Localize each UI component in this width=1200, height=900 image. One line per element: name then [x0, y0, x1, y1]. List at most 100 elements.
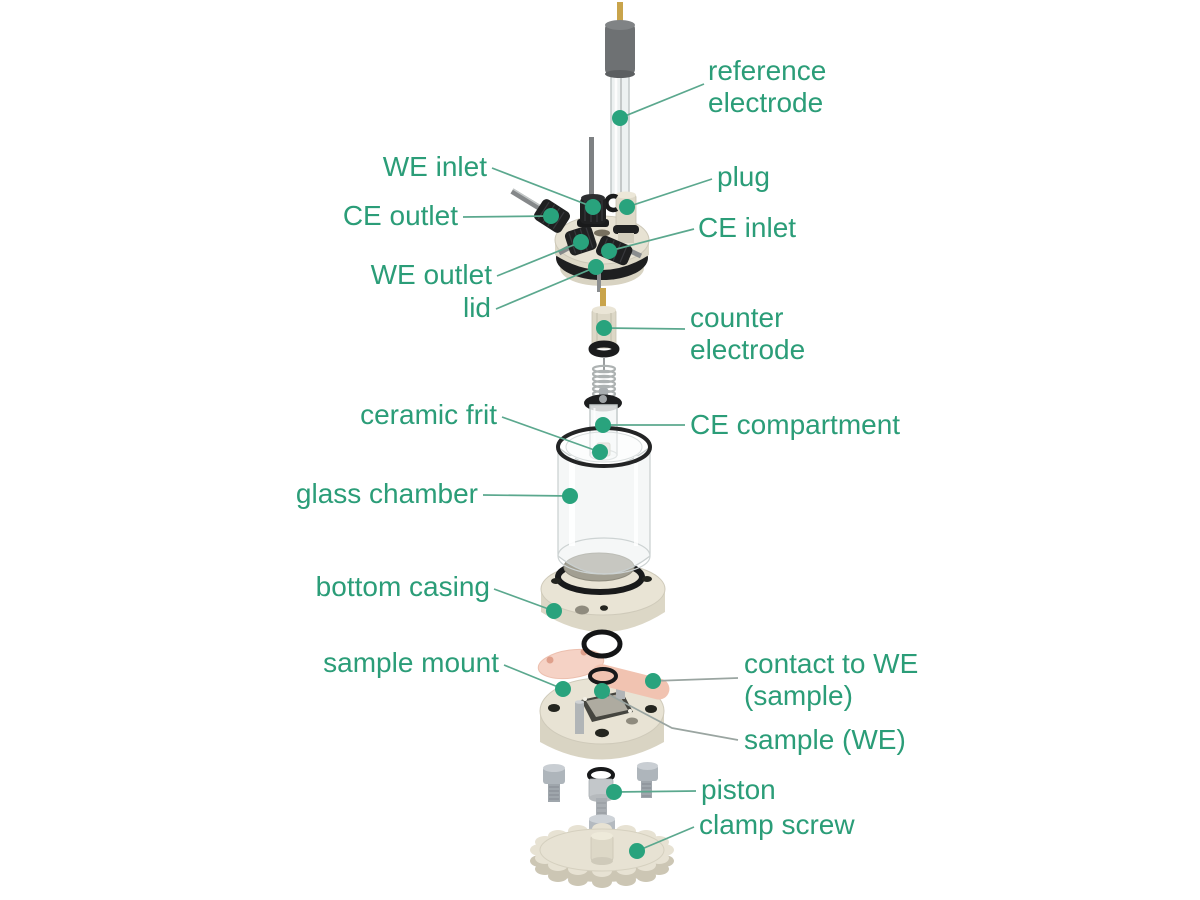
leader-line [601, 690, 739, 741]
callout-dot [601, 243, 617, 259]
callout-dot [595, 417, 611, 433]
leader-line [603, 327, 686, 330]
callout-dot [612, 110, 628, 126]
mount-post-left [575, 702, 584, 734]
callout-dot [588, 259, 604, 275]
reference-cap-top [605, 20, 635, 30]
label-lid: lid [463, 292, 491, 323]
clamp-knob-hub-bottom [591, 857, 613, 865]
casing-side [541, 589, 665, 632]
ce-compartment-screw [599, 395, 607, 403]
part-clamp-screw-left [543, 764, 565, 802]
callout-dot [629, 843, 645, 859]
leader-line [613, 790, 697, 793]
label-we-outlet: WE outlet [371, 259, 493, 290]
pocket-pin-1 [583, 697, 587, 701]
callout-bottom-casing: bottom casing [316, 571, 562, 619]
label-ce-compartment: CE compartment [690, 409, 900, 440]
cell-illustration [510, 2, 674, 888]
callout-ce-inlet: CE inlet [601, 212, 796, 259]
callout-ce-outlet: CE outlet [343, 200, 559, 231]
contact-disc [537, 648, 605, 680]
screw-right-head-top [637, 762, 658, 770]
label-sample-mount: sample mount [323, 647, 499, 678]
clamp-knob-hub-top [591, 832, 613, 840]
plug-clip [604, 193, 619, 213]
callout-dot [573, 234, 589, 250]
contact-arm [591, 664, 670, 700]
pocket-pin-2 [628, 709, 632, 713]
reference-gold-pin [617, 2, 623, 26]
label-clamp-screw: clamp screw [699, 809, 855, 840]
callout-dot [585, 199, 601, 215]
reference-glass-tube [610, 71, 630, 199]
part-clamp-screw-right [637, 762, 658, 798]
part-glass-chamber [556, 426, 652, 575]
callout-dot [596, 320, 612, 336]
callout-dot [594, 683, 610, 699]
callout-lid: lid [463, 259, 604, 323]
screw-right-thread [642, 783, 651, 797]
label-contact-to-we: contact to WE(sample) [744, 648, 918, 711]
leader-line [495, 266, 597, 310]
leader-line [501, 416, 601, 453]
mount-post-left-top [575, 700, 584, 704]
mount-holes [548, 704, 657, 738]
callout-plug: plug [619, 161, 770, 215]
label-plug: plug [717, 161, 770, 192]
callout-ce-compartment: CE compartment [595, 409, 900, 440]
part-large-oring [581, 629, 623, 659]
counter-oring [588, 340, 620, 358]
counter-body-top [592, 306, 616, 314]
leader-line [496, 241, 582, 277]
screw-left-head-top [543, 764, 565, 772]
leader-line [462, 215, 552, 218]
label-bottom-casing: bottom casing [316, 571, 490, 602]
plug-black-ring [613, 225, 639, 234]
callout-ceramic-frit: ceramic frit [360, 399, 608, 460]
part-contact-to-we [537, 648, 670, 700]
leader-line [626, 178, 713, 208]
leader-line [652, 677, 739, 682]
counter-rod [597, 270, 601, 292]
leader-line [503, 664, 564, 690]
callout-we-outlet: WE outlet [371, 234, 589, 290]
leader-line [619, 83, 705, 119]
reference-cap [605, 22, 635, 76]
callout-sample-we: sample (WE) [594, 683, 906, 755]
label-piston: piston [701, 774, 776, 805]
lid-port-hole [594, 229, 610, 237]
callout-dot [592, 444, 608, 460]
part-small-oring [588, 667, 618, 685]
part-reference-electrode [605, 2, 635, 199]
reference-cap-bottom [605, 70, 635, 78]
label-sample-we: sample (WE) [744, 724, 906, 755]
leader-line [491, 167, 594, 208]
piston-collar-top [589, 814, 615, 824]
callout-we-inlet: WE inlet [383, 151, 601, 215]
we-inlet-top [581, 194, 605, 202]
counter-gold-pin [600, 288, 606, 312]
callout-sample-mount: sample mount [323, 647, 571, 697]
chamber-bottom-edge [557, 537, 651, 575]
label-glass-chamber: glass chamber [296, 478, 478, 509]
leader-line [482, 494, 571, 497]
label-ce-outlet: CE outlet [343, 200, 458, 231]
callout-dot [546, 603, 562, 619]
callout-clamp-screw: clamp screw [629, 809, 855, 859]
plug-base [618, 233, 634, 243]
piston-rod [596, 798, 607, 820]
callout-dot [645, 673, 661, 689]
callout-glass-chamber: glass chamber [296, 478, 578, 509]
callout-dot [543, 208, 559, 224]
screw-left-thread [549, 786, 559, 800]
part-sample-mount [539, 669, 665, 760]
casing-holes [551, 576, 652, 615]
plug-top [616, 191, 636, 199]
contact-hole-1 [546, 656, 554, 664]
